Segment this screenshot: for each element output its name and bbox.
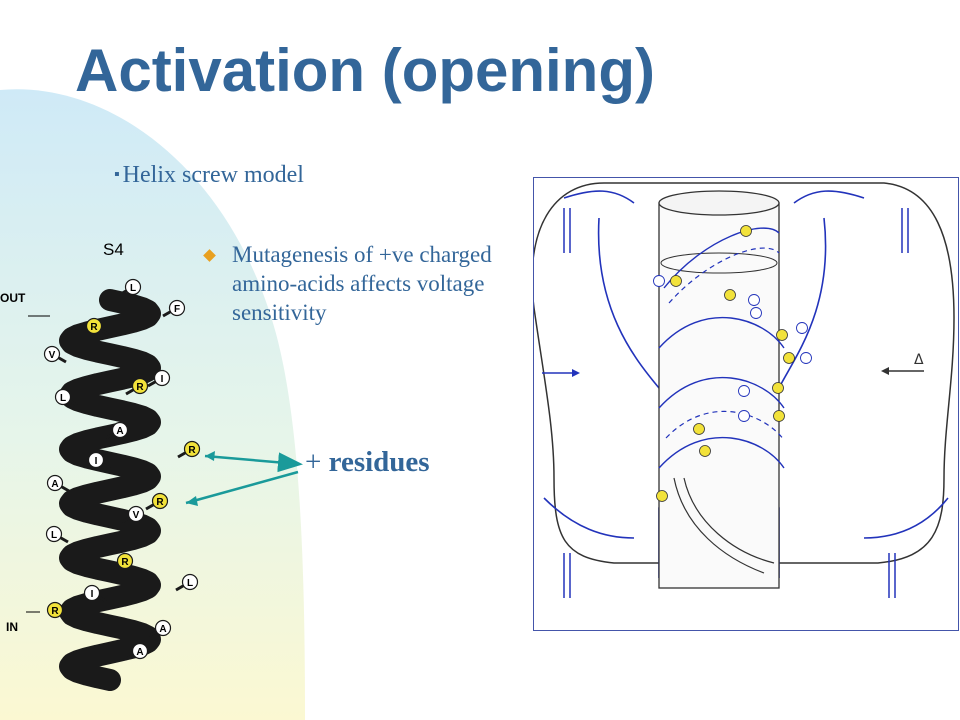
residue-R: R [46,601,70,620]
svg-text:A: A [136,647,143,658]
s4-cylinder [658,202,780,589]
residue-R: R [145,492,169,511]
negative-charge-icon [748,294,760,306]
in-label: IN [6,620,18,634]
svg-text:R: R [90,322,98,333]
negative-charge-icon [653,275,665,287]
channel-diagram: Δ [531,177,959,631]
negative-charge-icon [800,352,812,364]
residue-R: R [177,440,201,459]
svg-text:R: R [121,557,129,568]
s4-label: S4 [103,240,124,259]
residue-L: L [118,278,142,297]
residue-R: R [125,377,149,396]
residue-V: V [43,345,67,364]
residue-I: I [147,369,171,388]
positive-charge-icon [724,289,736,301]
helix-body [59,289,161,691]
svg-text:L: L [60,393,66,404]
positive-charge-icon [670,275,682,287]
s4-helix-figure: L F R V R I L A R I A R V L R I L R A A [26,278,201,691]
negative-charge-icon [738,385,750,397]
negative-charge-icon [750,307,762,319]
svg-text:R: R [136,382,144,393]
positive-charge-icon [699,445,711,457]
residue-V: V [121,505,145,524]
residue-A: A [46,474,70,493]
positive-charge-icon [776,329,788,341]
residue-L: L [175,573,199,592]
residue-A: A [148,619,172,638]
channel-drawing: Δ [531,182,955,598]
positive-charge-icon [740,225,752,237]
svg-text:A: A [51,479,58,490]
svg-text:L: L [130,283,136,294]
negative-charge-icon [796,322,808,334]
svg-text:R: R [51,606,59,617]
residue-A: A [125,642,149,661]
residue-R: R [110,552,134,571]
positive-charge-icon [772,382,784,394]
positive-charge-icon [693,423,705,435]
svg-text:A: A [116,426,123,437]
svg-text:F: F [174,304,180,315]
svg-text:L: L [187,578,193,589]
residue-I: I [87,451,111,470]
svg-text:L: L [51,530,57,541]
svg-text:V: V [133,510,140,521]
delta-label: Δ [914,352,924,368]
out-label: OUT [0,291,26,305]
helix-band-lines [658,227,785,469]
square-bullet-icon: ▪ [114,166,120,183]
residue-I: I [83,584,107,603]
bullet-text: Mutagenesis of +ve charged amino-acids a… [232,242,492,325]
positive-charge-icon [656,490,668,502]
svg-text:R: R [156,497,164,508]
positive-charge-icon [783,352,795,364]
residue-L: L [54,388,78,407]
residue-L: L [45,525,69,544]
svg-text:I: I [161,374,164,385]
svg-text:R: R [188,445,196,456]
slide-title: Activation (opening) [75,37,655,104]
svg-text:A: A [159,624,166,635]
residue-A: A [105,421,129,440]
svg-text:I: I [95,456,98,467]
charged-residues [653,225,812,502]
svg-text:I: I [91,589,94,600]
bullet-text: Helix screw model [122,162,304,188]
residues-word: residues [328,446,430,478]
residues-label: + residues [305,446,430,479]
svg-text:V: V [49,350,56,361]
negative-charge-icon [738,410,750,422]
helix-residues: L F R V R I L A R I A R V L R I L R A A [43,278,201,661]
residue-F: F [162,299,186,318]
plus-sign: + [305,446,329,478]
residue-R: R [85,317,109,336]
positive-charge-icon [773,410,785,422]
bullet-helix-screw: ▪Helix screw model [114,162,304,189]
